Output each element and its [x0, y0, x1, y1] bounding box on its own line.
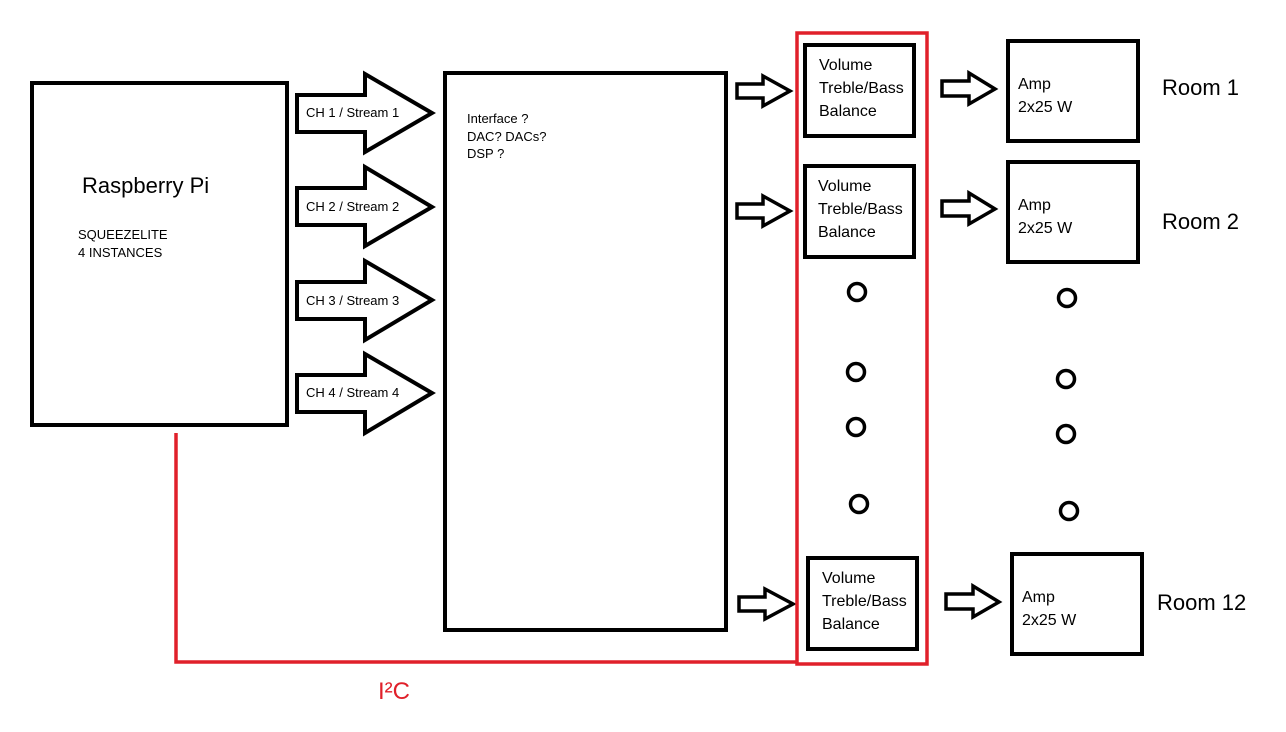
channel-label: CH 2 / Stream 2	[306, 199, 400, 214]
channel-label: CH 1 / Stream 1	[306, 105, 400, 120]
interface-to-control-arrow-2	[735, 193, 794, 229]
ellipsis-dot	[846, 281, 868, 303]
i2c-label: I²C	[378, 678, 410, 705]
control-group-outline	[795, 31, 929, 666]
amp-box-1	[1006, 39, 1140, 143]
channel-label: CH 4 / Stream 4	[306, 385, 400, 400]
ellipsis-dot	[845, 416, 867, 438]
interface-to-control-arrow-12	[737, 586, 797, 622]
control-box-1	[803, 43, 916, 138]
ellipsis-dot	[848, 493, 870, 515]
control-label: Volume Treble/Bass Balance	[818, 178, 903, 242]
interface-box	[443, 71, 728, 632]
interface-to-control-arrow-1	[735, 73, 794, 109]
control-to-amp-arrow-1	[940, 69, 999, 108]
ellipsis-dot	[1056, 287, 1078, 309]
ellipsis-dot	[1055, 368, 1077, 390]
control-to-amp-arrow-12	[944, 582, 1003, 621]
amp-label: Amp 2x25 W	[1018, 76, 1073, 117]
i2c-bus-line	[174, 433, 797, 664]
control-label: Volume Treble/Bass Balance	[822, 570, 907, 634]
channel-label: CH 3 / Stream 3	[306, 293, 400, 308]
amp-label: Amp 2x25 W	[1022, 589, 1077, 630]
amp-label: Amp 2x25 W	[1018, 197, 1073, 238]
channel-3-arrow	[295, 257, 436, 344]
ellipsis-dot	[1055, 423, 1077, 445]
control-box-2	[803, 164, 916, 259]
room-label: Room 1	[1162, 75, 1240, 100]
room-label: Room 12	[1157, 590, 1247, 615]
amp-box-2	[1006, 160, 1140, 264]
channel-2-arrow	[295, 163, 436, 250]
pi-title: Raspberry Pi	[82, 173, 210, 198]
channel-4-arrow	[295, 350, 436, 437]
ellipsis-dot	[845, 361, 867, 383]
control-to-amp-arrow-2	[940, 189, 999, 228]
control-box-12	[806, 556, 919, 651]
raspberry-pi-box	[30, 81, 289, 427]
pi-subtitle: SQUEEZELITE 4 INSTANCES	[78, 227, 168, 260]
amp-box-12	[1010, 552, 1144, 656]
control-label: Volume Treble/Bass Balance	[819, 57, 904, 121]
ellipsis-dot	[1058, 500, 1080, 522]
room-label: Room 2	[1162, 209, 1240, 234]
channel-1-arrow	[295, 70, 436, 156]
interface-label: Interface ? DAC? DACs? DSP ?	[467, 111, 547, 162]
